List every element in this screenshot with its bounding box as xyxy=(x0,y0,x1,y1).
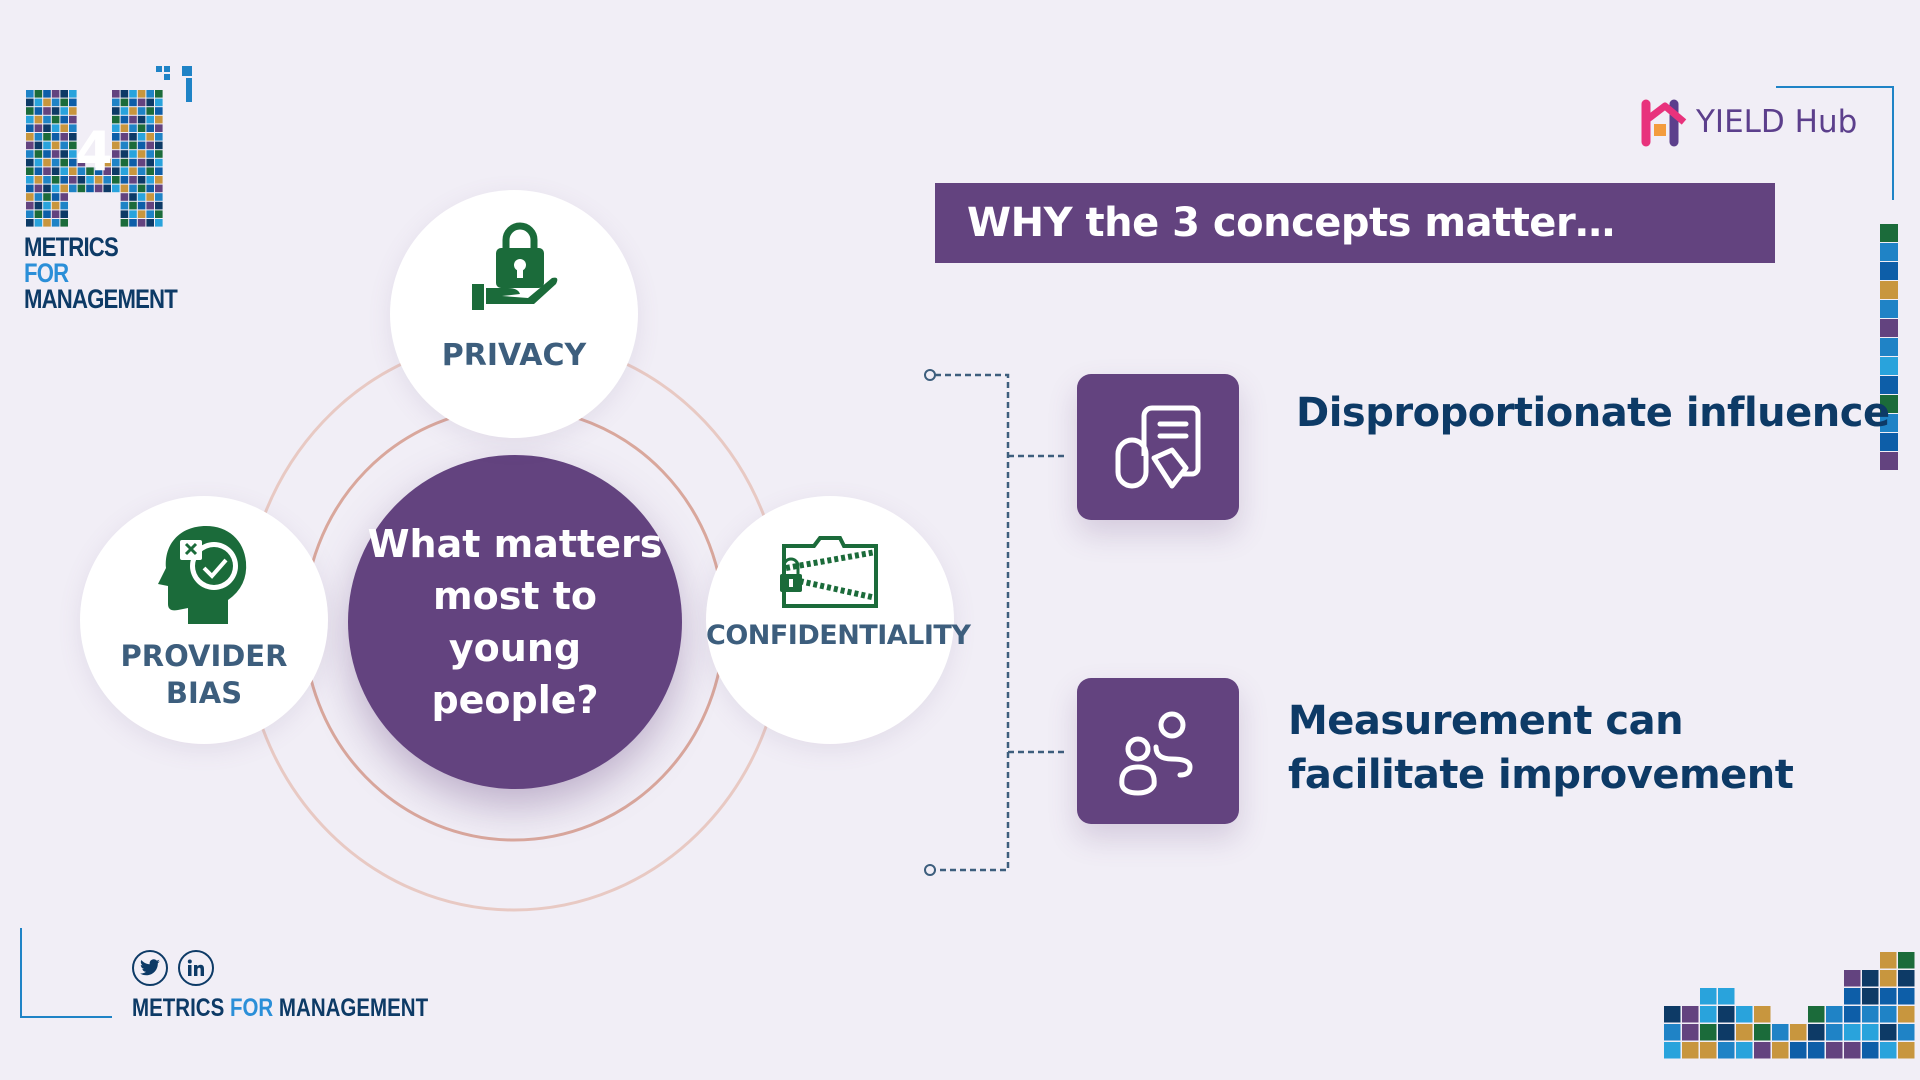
color-strip xyxy=(1880,224,1898,470)
m4m-logo: 4 METRICS FOR MANAGEMENT xyxy=(24,64,196,313)
locked-folder-icon xyxy=(780,536,878,608)
node-confidentiality: CONFIDENTIALITY xyxy=(706,496,971,744)
linkedin-button[interactable] xyxy=(178,950,214,986)
twitter-button[interactable] xyxy=(132,950,168,986)
page-title: WHY the 3 concepts matter… xyxy=(967,200,1615,246)
yield-hub-logo: YIELD Hub xyxy=(1640,92,1857,152)
point-influence-icon-box xyxy=(1077,374,1239,520)
title-bar: WHY the 3 concepts matter… xyxy=(935,183,1775,263)
bracket-connector xyxy=(924,369,1068,876)
node-provider-bias: PROVIDER BIAS xyxy=(80,496,328,744)
twitter-icon xyxy=(140,959,160,976)
node-privacy: PRIVACY xyxy=(390,190,638,438)
point-influence-label: Disproportionate influence xyxy=(1296,390,1890,436)
logo-wordmark: METRICS FOR MANAGEMENT xyxy=(24,232,178,314)
footer-brand: METRICS FOR MANAGEMENT xyxy=(132,994,429,1022)
corner-frame-top-right xyxy=(1776,86,1894,200)
decorative-mosaic xyxy=(1664,952,1915,1059)
point-improvement-label: Measurement can facilitate improvement xyxy=(1288,698,1794,798)
node-provider-bias-label: PROVIDER BIAS xyxy=(120,639,288,710)
node-confidentiality-label: CONFIDENTIALITY xyxy=(706,620,971,651)
m4m-mosaic-icon: 4 xyxy=(26,66,192,227)
partner-name: YIELD Hub xyxy=(1696,104,1858,140)
center-question-text: What matters most to young people? xyxy=(367,522,663,722)
point-improvement-icon-box xyxy=(1077,678,1239,824)
yield-hub-mark-icon xyxy=(1641,99,1687,147)
head-check-icon xyxy=(158,526,247,624)
svg-text:4: 4 xyxy=(75,120,113,183)
corner-frame-bottom-left xyxy=(20,928,112,1018)
linkedin-icon xyxy=(187,959,204,976)
lock-hand-icon xyxy=(472,222,558,310)
people-icon xyxy=(1119,711,1193,796)
node-privacy-label: PRIVACY xyxy=(441,338,587,373)
center-question: What matters most to young people? xyxy=(348,455,682,789)
document-tag-icon xyxy=(1115,405,1201,489)
